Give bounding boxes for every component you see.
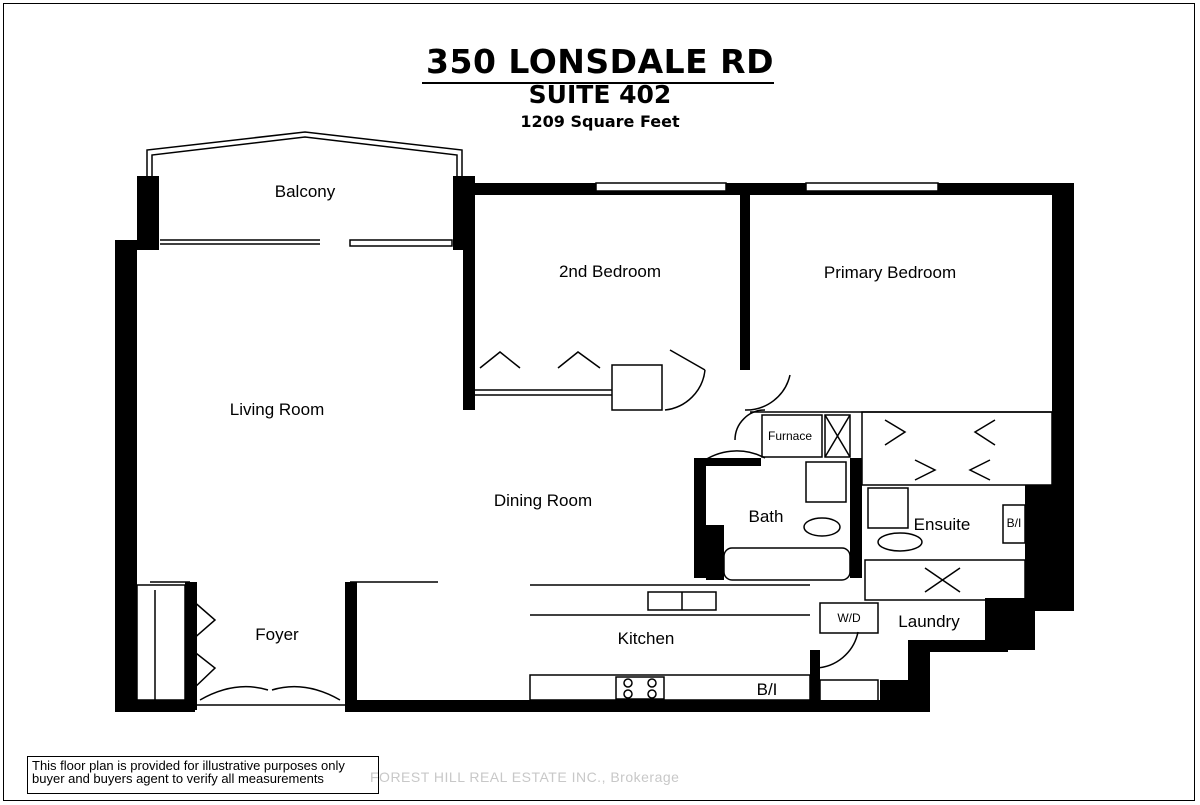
ensuite-door-b [968,459,991,481]
bath-shower-stall [805,461,847,503]
foyer-closet [136,584,186,701]
room-label-bath: Bath [748,507,784,526]
ensuite-shower [867,487,909,529]
bed2-closet-box [611,364,663,411]
burner-2 [647,678,657,688]
primary-closet-box [861,411,1053,486]
interior-lines [136,131,1053,706]
room-label-kitchen: Kitchen [617,629,675,648]
kitchen-counter-bottom [529,674,811,701]
bed2-closet-door-b [557,351,601,369]
window-bed2 [595,182,727,192]
foyer-closet-door-a [191,599,217,641]
label-ensuite-bi: B/I [1006,516,1022,530]
wall-bed2-left [463,195,475,410]
bath-tub [723,547,851,581]
balcony-door-c [349,239,453,247]
room-label-second-bedroom: 2nd Bedroom [558,262,662,281]
ensuite-bi-box [1002,504,1026,544]
room-label-ensuite: Ensuite [913,515,971,534]
plan-title: 350 LONSDALE RD [426,42,774,81]
wall-right [1052,183,1074,611]
ensuite-shower-base [864,559,1026,601]
exterior-walls [115,176,1074,712]
bed2-door-swing [664,369,706,411]
burner-1 [623,678,633,688]
washer-dryer [819,602,879,634]
kitchen-bi-box [819,679,879,703]
ensuite-toilet [877,532,923,552]
wall-top [453,183,1073,195]
brokerage-watermark: FOREST HILL REAL ESTATE INC., Brokerage [370,769,680,785]
furnace-room [761,414,823,458]
wall-laundry-bottom [908,640,1008,652]
burner-3 [623,689,633,699]
ensuite-drain-x2 [924,567,961,593]
room-label-dining-room: Dining Room [493,491,593,510]
room-label-living-room: Living Room [229,400,325,419]
bath-toilet [803,517,841,537]
primary-door-swing [744,374,791,411]
primary-closet-door-a [884,419,907,446]
room-label-furnace: Furnace [767,429,813,443]
kitchen-stove [615,676,665,700]
label-kitchen-bi: B/I [756,680,778,699]
balcony-rail-inner [151,136,458,176]
area-label: 1209 Square Feet [520,112,680,131]
foyer-closet-door-b [191,649,217,691]
bed2-door-leaf [669,349,706,371]
burner-4 [647,689,657,699]
wall-bath-tub-side [706,525,724,580]
balcony-rail [146,131,463,176]
wall-bath-top [706,458,761,466]
wall-bed-divider [740,195,750,370]
window-primary [805,182,939,192]
title-underline [422,82,774,84]
wall-bottom-mid [345,700,815,712]
furnace-unit [824,414,851,458]
entry-door-b [271,685,341,701]
suite-label: SUITE 402 [528,80,672,109]
wall-right-step [1025,485,1055,611]
wall-bottom-left [115,700,195,712]
bed2-closet-door-a [479,351,521,369]
wall-bath-right [850,458,862,578]
page-frame [3,3,1195,801]
label-washer-dryer: W/D [837,611,861,625]
room-label-laundry: Laundry [898,612,960,631]
room-label-primary-bedroom: Primary Bedroom [823,263,957,282]
primary-closet-door-b [973,419,996,446]
room-label-foyer: Foyer [255,625,299,644]
furnace-x2 [824,414,851,458]
wall-left [115,240,137,712]
wall-kitchen-left [345,582,357,710]
wall-step-mid [908,640,930,692]
wall-foyer-closet [185,582,197,710]
wall-bottom-right [810,700,900,712]
room-label-balcony: Balcony [274,182,336,201]
bath-door [704,450,766,461]
ensuite-door-a [914,459,937,481]
wall-bath-left [694,458,706,578]
wall-kitchen-right [810,650,820,705]
furnace-door [734,409,766,441]
laundry-door [814,631,859,669]
entry-door-a [199,685,269,701]
disclaimer-box: This floor plan is provided for illustra… [27,756,379,794]
wall-balcony-pier-left [137,176,159,250]
